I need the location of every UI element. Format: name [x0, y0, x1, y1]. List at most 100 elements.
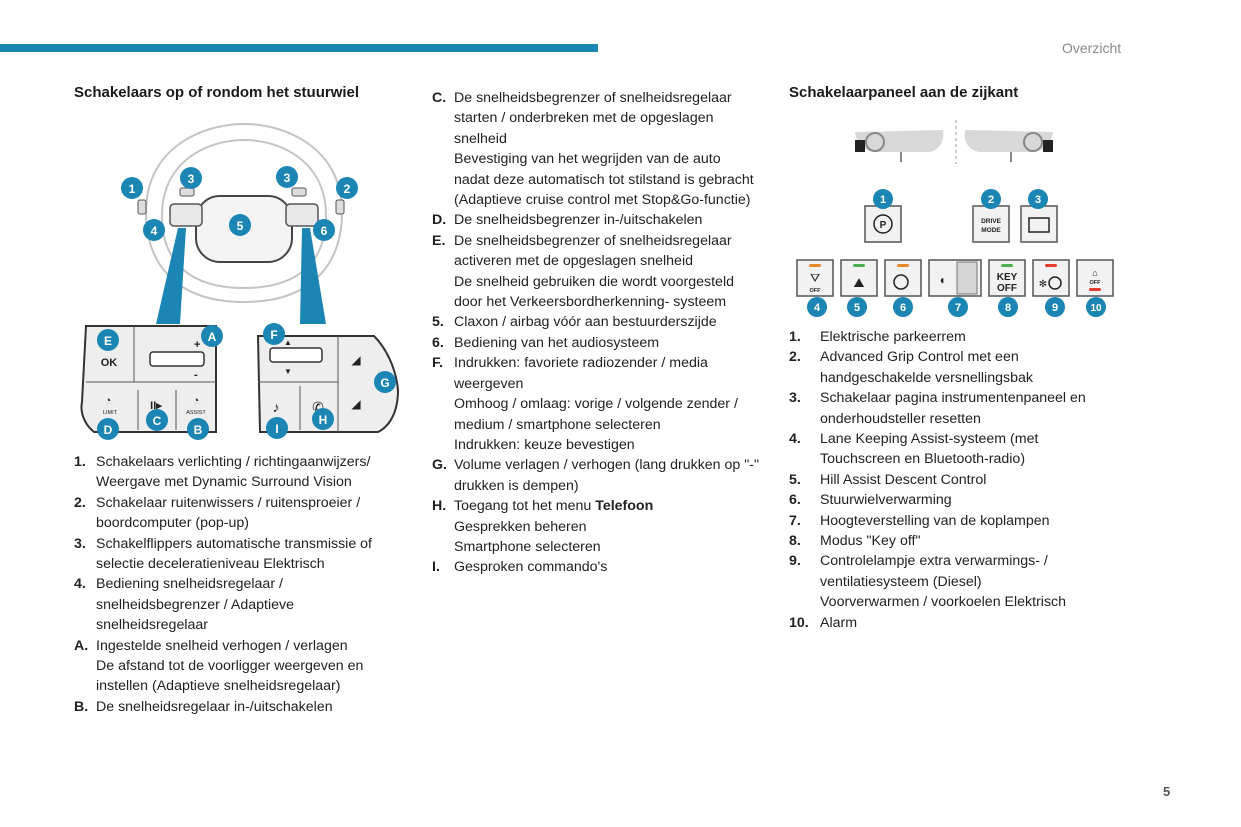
svg-text:1: 1 — [129, 182, 136, 196]
badge-8: 8 — [998, 297, 1018, 317]
middle-legend-list: C.De snelheidsbegrenzer of snelheidsrege… — [432, 88, 772, 578]
badge-1: 1 — [121, 177, 143, 199]
svg-text:P: P — [880, 220, 887, 231]
minus-label: - — [194, 369, 198, 381]
plus-label: + — [194, 339, 200, 351]
rhd-panel-marker — [1043, 140, 1053, 152]
volume-down-icon: ◢ — [351, 397, 361, 411]
svg-text:OFF: OFF — [997, 283, 1017, 294]
instrument-page-button — [1020, 205, 1058, 243]
headlamp-icon: ◖ — [938, 273, 945, 287]
hill-descent-button — [840, 259, 878, 297]
badge-2: 2 — [981, 189, 1001, 209]
wheel-heating-led — [897, 264, 909, 267]
svg-text:G: G — [380, 376, 389, 390]
list-item: 7.Hoogteverstelling van de koplampen — [789, 512, 1050, 529]
svg-text:H: H — [319, 413, 328, 427]
svg-text:E: E — [104, 334, 112, 348]
side-switch-panel-diagram: P DRIVE MODE ⛛ OFF ⛰ ◖ KEY OFF ✻ ⌂ OFF 1… — [796, 120, 1114, 317]
svg-text:D: D — [104, 423, 113, 437]
list-item: 5.Claxon / airbag vóór aan bestuurderszi… — [432, 314, 717, 331]
svg-text:F: F — [270, 328, 277, 342]
menu-name-telefoon: Telefoon — [595, 498, 654, 515]
badge-4: 4 — [807, 297, 827, 317]
list-item: A.Ingestelde snelheid verhogen / verlage… — [74, 637, 364, 695]
limiter-icon: ◔ — [105, 395, 112, 407]
lane-keeping-icon: ⛛ — [810, 271, 820, 285]
svg-text:3: 3 — [284, 171, 291, 185]
assist-button-label: ASSIST — [186, 410, 206, 416]
svg-text:KEY: KEY — [997, 272, 1018, 283]
pause-resume-icon: II▸ — [150, 400, 162, 412]
badge-10: 10 — [1086, 297, 1106, 317]
wheel-rim-inner — [160, 138, 328, 290]
svg-text:OFF: OFF — [810, 288, 822, 294]
right-switch-cluster — [285, 203, 319, 227]
badge-5: 5 — [229, 214, 251, 236]
badge-B: B — [187, 418, 209, 440]
list-item: 1.Schakelaars verlichting / richtingaanw… — [74, 454, 371, 491]
svg-text:9: 9 — [1052, 302, 1058, 314]
list-item: 6.Bediening van het audiosysteem — [432, 334, 660, 351]
alarm-icon: ⌂ — [1092, 268, 1097, 278]
badge-C: C — [146, 409, 168, 431]
right-stalk — [335, 199, 345, 215]
section-title: Overzicht — [1062, 40, 1122, 56]
badge-1: 1 — [873, 189, 893, 209]
list-item: C.De snelheidsbegrenzer of snelheidsrege… — [432, 90, 754, 209]
lhd-wheel-icon — [865, 132, 885, 152]
list-item: 1.Elektrische parkeerrem — [789, 329, 966, 345]
left-callout-wedge — [156, 228, 186, 324]
badge-6: 6 — [313, 219, 335, 241]
badge-D: D — [97, 418, 119, 440]
up-arrow-icon: ▲ — [284, 338, 292, 347]
limit-button-label: LIMIT — [103, 410, 118, 416]
list-item: D.De snelheidsbegrenzer in-/uitschakelen — [432, 212, 703, 229]
lhd-dashboard-thumb — [855, 130, 944, 152]
drive-mode-button — [972, 205, 1010, 243]
list-item: 6.Stuurwielverwarming — [789, 492, 952, 509]
wheel-heating-icon — [893, 274, 909, 290]
badge-I: I — [266, 417, 288, 439]
svg-text:1: 1 — [880, 194, 886, 206]
fan-icon: ✻ — [1039, 279, 1047, 290]
badge-6: 6 — [893, 297, 913, 317]
hill-descent-led — [853, 264, 865, 267]
badge-F: F — [263, 323, 285, 345]
left-paddle — [179, 187, 195, 197]
volume-up-icon: ◢ — [351, 353, 361, 367]
hill-descent-icon: ⛰ — [854, 275, 865, 290]
svg-text:OFF: OFF — [1090, 280, 1102, 286]
list-item: 2.Schakelaar ruitenwissers / ruitensproe… — [74, 494, 361, 532]
list-item: 10.Alarm — [789, 614, 858, 631]
svg-text:2: 2 — [988, 194, 994, 206]
right-paddle — [291, 187, 307, 197]
lane-keeping-led — [809, 264, 821, 267]
badge-H: H — [312, 408, 334, 430]
svg-text:DRIVE: DRIVE — [981, 218, 1002, 225]
svg-text:5: 5 — [854, 302, 860, 314]
badge-7: 7 — [948, 297, 968, 317]
left-stalk — [137, 199, 147, 215]
svg-text:3: 3 — [1035, 194, 1041, 206]
svg-text:3: 3 — [188, 172, 195, 186]
left-switch-cluster — [169, 203, 203, 227]
media-roller — [269, 347, 323, 363]
list-item: 3.Schakelaar pagina instrumentenpaneel e… — [789, 390, 1086, 427]
ok-button-label: OK — [101, 357, 118, 369]
svg-text:C: C — [153, 414, 162, 428]
rhd-wheel-icon — [1023, 132, 1043, 152]
steering-wheel-diagram: OK + - LIMIT ASSIST II▸ ◔ ◔ ▲ ▼ ♪ ✆ ◢ ◢ … — [80, 122, 400, 440]
microphone-icon: ♪ — [273, 399, 280, 415]
speed-roller — [149, 351, 205, 367]
key-off-button — [988, 259, 1026, 297]
svg-text:6: 6 — [321, 224, 328, 238]
list-item: I.Gesproken commando's — [432, 559, 608, 576]
right-heading: Schakelaarpaneel aan de zijkant — [789, 84, 1019, 101]
down-arrow-icon: ▼ — [284, 367, 292, 376]
headlamp-leveling-wheel — [956, 261, 978, 295]
list-item: 5.Hill Assist Descent Control — [789, 471, 987, 488]
badge-9: 9 — [1045, 297, 1065, 317]
rhd-dashboard-thumb — [964, 130, 1053, 152]
